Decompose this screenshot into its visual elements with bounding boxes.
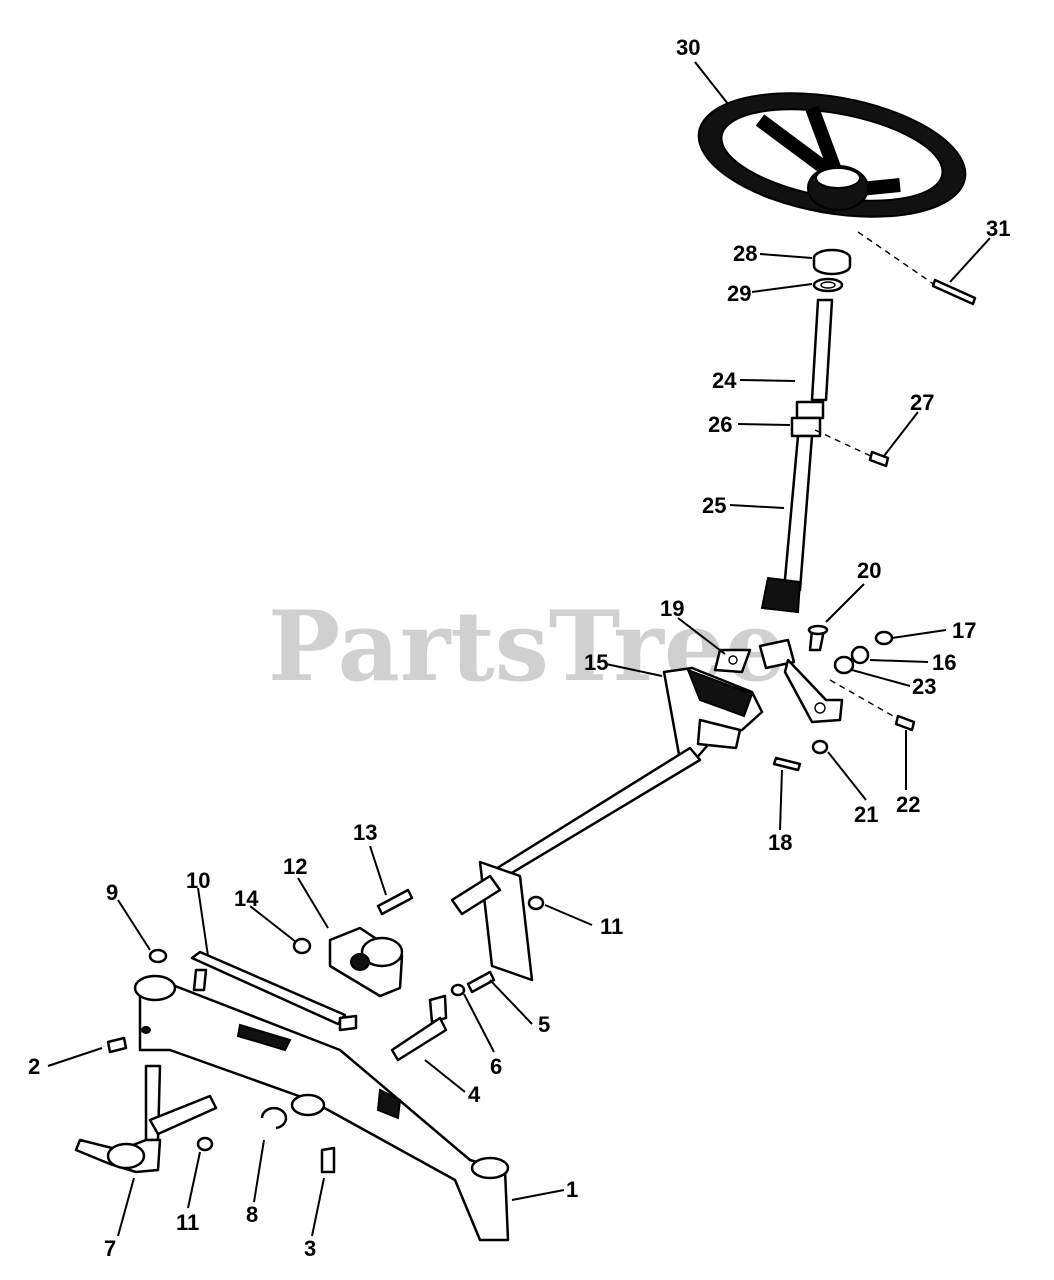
washers-and-spacer [772,630,916,772]
callout-15: 15 [584,650,608,675]
callout-24: 24 [712,368,737,393]
leader-lines [47,61,991,1237]
callout-17: 17 [952,618,976,643]
steering-shaft [760,298,890,614]
callout-20: 20 [857,558,881,583]
spindle [74,1064,218,1174]
callout-labels: 30 31 28 29 24 27 26 25 20 19 17 15 16 2… [28,35,1010,1261]
grease-fittings-and-nuts [106,948,336,1174]
front-axle [133,974,510,1242]
callout-5: 5 [538,1012,550,1037]
callout-3: 3 [304,1236,316,1261]
roll-pin [857,231,977,306]
steering-sector-gear [662,666,764,762]
mounting-bracket [713,624,844,724]
callout-18: 18 [768,830,792,855]
callout-23: 23 [912,674,936,699]
tie-rod [190,950,358,1032]
drag-link-shaft [450,746,702,982]
callout-11-lower: 11 [176,1210,199,1235]
callout-2: 2 [28,1054,40,1079]
callout-8: 8 [246,1202,258,1227]
callout-21: 21 [854,802,878,827]
callout-28: 28 [733,241,757,266]
callout-30: 30 [676,35,700,60]
callout-11-upper: 11 [600,914,623,939]
callout-29: 29 [727,281,751,306]
callout-12: 12 [283,854,307,879]
bushing [812,248,852,276]
callout-27: 27 [910,390,934,415]
callout-25: 25 [702,493,726,518]
callout-19: 19 [660,596,684,621]
callout-14: 14 [234,886,259,911]
flat-washer [812,277,844,293]
flange-bearing [292,888,414,998]
callout-16: 16 [932,650,956,675]
callout-6: 6 [490,1054,502,1079]
callout-31: 31 [986,216,1010,241]
callout-4: 4 [468,1082,481,1107]
callout-1: 1 [566,1177,578,1202]
callout-10: 10 [186,868,210,893]
callout-13: 13 [353,820,377,845]
callout-9: 9 [106,880,118,905]
callout-26: 26 [708,412,732,437]
pivot-pin [390,970,496,1062]
callout-22: 22 [896,792,920,817]
callout-7: 7 [104,1236,116,1261]
steering-wheel [697,92,967,218]
